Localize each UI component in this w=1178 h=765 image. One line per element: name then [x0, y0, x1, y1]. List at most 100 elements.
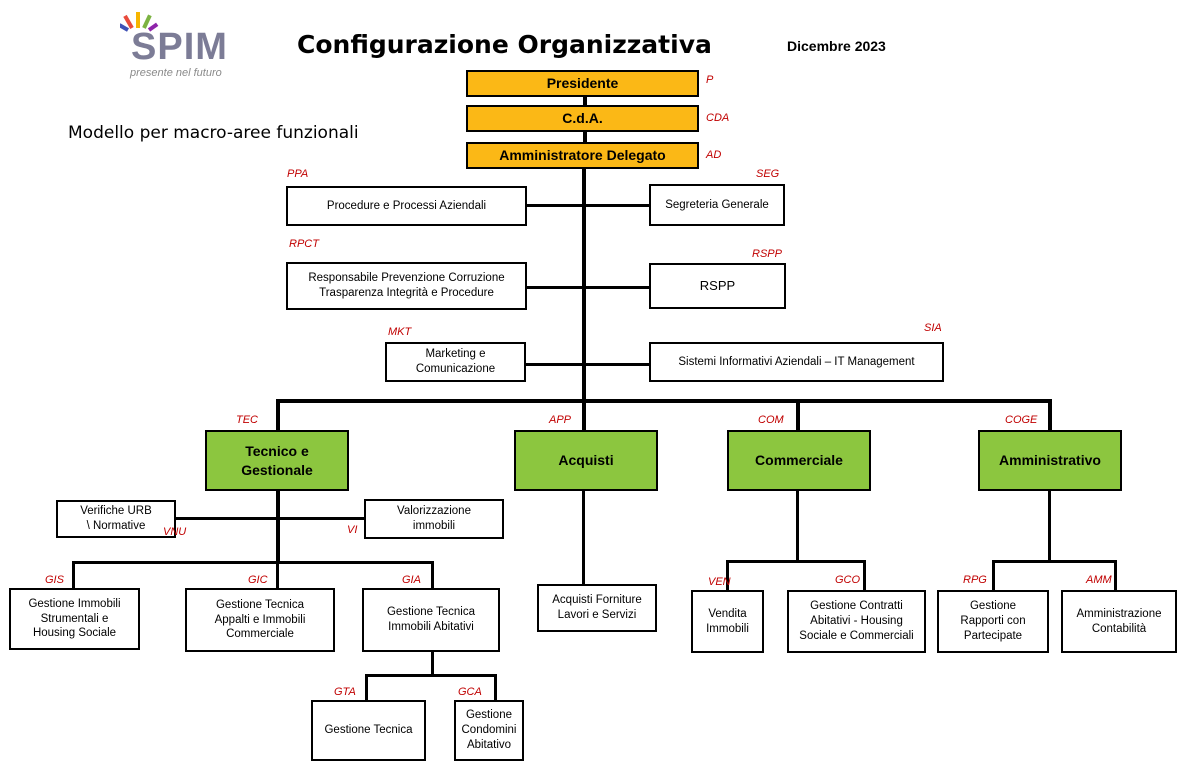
cda-code: CDA [706, 112, 730, 124]
app-area-box: Acquisti [514, 430, 658, 491]
seg-label: Segreteria Generale [665, 198, 769, 211]
vnu-code: VNU [163, 526, 187, 538]
areas-bus-line [276, 399, 1052, 403]
gic-code: GIC [248, 574, 268, 586]
logo-burst-icon [120, 12, 159, 32]
rpg-box: Gestione Rapporti con Partecipate [937, 590, 1049, 653]
ppa-code: PPA [287, 168, 309, 180]
connector-line [525, 363, 651, 366]
acq-label: Acquisti Forniture Lavori e Servizi [552, 594, 642, 621]
page-title: Configurazione Organizzativa [297, 30, 712, 59]
acq-box: Acquisti Forniture Lavori e Servizi [537, 584, 657, 632]
ppa-box: Procedure e Processi Aziendali [286, 186, 527, 226]
vi-box: Valorizzazione immobili [364, 499, 504, 539]
rpg-code: RPG [963, 574, 987, 586]
rpct-code: RPCT [289, 238, 319, 250]
tec-label: Tecnico e Gestionale [241, 443, 313, 478]
rspp-label: RSPP [699, 277, 736, 293]
seg-code: SEG [756, 168, 780, 180]
amm-box: Amministrazione Contabilità [1061, 590, 1177, 653]
coge-code: COGE [1005, 414, 1038, 426]
gca-code: GCA [458, 686, 482, 698]
app-label: Acquisti [558, 452, 614, 469]
connector-line [431, 650, 434, 677]
com-label: Commerciale [755, 452, 843, 469]
main-spine-line [582, 168, 586, 428]
connector-line [863, 560, 866, 590]
gic-box: Gestione Tecnica Appalti e Immobili Comm… [185, 588, 335, 652]
gia-box: Gestione Tecnica Immobili Abitativi [362, 588, 500, 652]
rpct-label: Responsabile Prevenzione Corruzione Tras… [308, 272, 505, 299]
gca-label: Gestione Condomini Abitativo [461, 709, 517, 751]
gco-label: Gestione Contratti Abitativi - Housing S… [799, 600, 914, 642]
connector-line [582, 491, 585, 585]
connector-line [72, 561, 434, 564]
vnu-label: Verifiche URB \ Normative [80, 505, 152, 532]
coge-area-box: Amministrativo [978, 430, 1122, 491]
connector-line [276, 491, 280, 563]
connector-line [175, 517, 365, 520]
gta-label: Gestione Tecnica [324, 724, 413, 737]
connector-line [796, 399, 800, 431]
cda-label: C.d.A. [562, 110, 603, 127]
vi-code: VI [347, 524, 358, 536]
connector-line [365, 674, 497, 677]
rspp-code: RSPP [752, 248, 782, 260]
connector-line [583, 131, 587, 143]
ad-box: Amministratore Delegato [466, 142, 699, 169]
connector-line [276, 561, 279, 589]
gis-box: Gestione Immobili Strumentali e Housing … [9, 588, 140, 650]
gic-label: Gestione Tecnica Appalti e Immobili Comm… [214, 598, 306, 641]
rpg-label: Gestione Rapporti con Partecipate [960, 600, 1026, 642]
presidente-box: Presidente [466, 70, 699, 97]
logo-tagline: presente nel futuro [130, 67, 222, 79]
sia-label: Sistemi Informativi Aziendali – IT Manag… [678, 355, 915, 368]
connector-line [992, 560, 1117, 563]
connector-line [1114, 560, 1117, 590]
rspp-box: RSPP [649, 263, 786, 309]
amm-code: AMM [1086, 574, 1112, 586]
cda-box: C.d.A. [466, 105, 699, 132]
seg-box: Segreteria Generale [649, 184, 785, 226]
presidente-label: Presidente [546, 75, 619, 92]
gta-box: Gestione Tecnica [311, 700, 426, 761]
connector-line [1048, 491, 1051, 563]
date-label: Dicembre 2023 [787, 38, 886, 54]
connector-line [527, 286, 651, 289]
mkt-box: Marketing e Comunicazione [385, 342, 526, 382]
connector-line [582, 399, 586, 431]
com-code: COM [758, 414, 784, 426]
connector-line [494, 674, 497, 701]
ad-label: Amministratore Delegato [499, 147, 666, 164]
gco-box: Gestione Contratti Abitativi - Housing S… [787, 590, 926, 653]
page-subtitle: Modello per macro-aree funzionali [68, 123, 359, 143]
ven-label: Vendita Immobili [706, 607, 749, 635]
gco-code: GCO [835, 574, 861, 586]
app-code: APP [549, 414, 572, 426]
gca-box: Gestione Condomini Abitativo [454, 700, 524, 761]
connector-line [992, 560, 995, 590]
vi-label: Valorizzazione immobili [397, 505, 471, 532]
rpct-box: Responsabile Prevenzione Corruzione Tras… [286, 262, 527, 310]
ad-code: AD [706, 149, 722, 161]
ven-code: VEN [708, 576, 731, 588]
ppa-label: Procedure e Processi Aziendali [326, 199, 487, 212]
sia-box: Sistemi Informativi Aziendali – IT Manag… [649, 342, 944, 382]
logo-text: SPIM [131, 26, 228, 68]
connector-line [726, 560, 729, 590]
sia-code: SIA [924, 322, 942, 334]
connector-line [1048, 399, 1052, 431]
connector-line [431, 561, 434, 589]
connector-line [72, 561, 75, 589]
vnu-box: Verifiche URB \ Normative [56, 500, 176, 538]
spim-logo [108, 8, 258, 88]
mkt-code: MKT [388, 326, 412, 338]
gis-label: Gestione Immobili Strumentali e Housing … [28, 597, 121, 640]
coge-label: Amministrativo [999, 452, 1101, 469]
connector-line [726, 560, 866, 563]
amm-label: Amministrazione Contabilità [1076, 607, 1162, 635]
gis-code: GIS [45, 574, 64, 586]
connector-line [365, 674, 368, 701]
gia-code: GIA [402, 574, 421, 586]
connector-line [583, 96, 587, 106]
